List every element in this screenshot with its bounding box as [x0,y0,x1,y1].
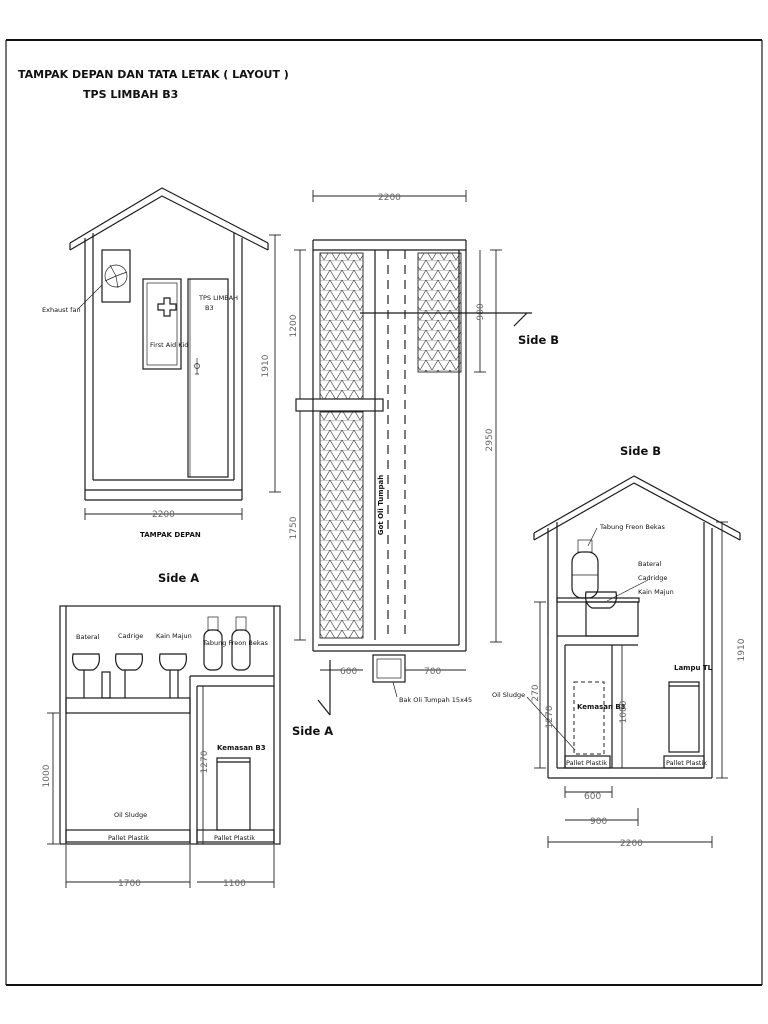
side-b-lamp-drum [668,681,700,753]
front-view: Exhaust fan First Aid Kid TPS LIMBAH B3 … [42,187,281,539]
plan-dim-bottom-right: 700 [424,667,441,677]
first-aid-cross-icon [157,297,177,317]
side-a-pallet-right: Pallet Plastik [214,834,255,842]
first-aid-label: First Aid Kid [150,341,188,349]
side-a-oil-sludge-label: Oil Sludge [114,811,147,819]
oil-sump: Bak Oli Tumpah 15x45 [372,654,472,704]
side-a-shelf-label-1: Bateral [76,633,100,641]
side-a-dim-w-left: 1700 [118,879,141,889]
side-b-dim-2200: 2200 [620,839,643,849]
side-a-view: Side A Bateral Cadrige [42,571,281,889]
front-dim-height: 1910 [261,354,271,377]
section-line-side-a [317,660,331,716]
floor-plan: Got Oli Tumpah Bak Oli Tumpah 15x45 2200 [289,190,559,738]
side-a-pallet-left: Pallet Plastik [108,834,149,842]
plan-dim-right: 2950 [485,428,495,451]
side-b-packaging-drum [573,681,605,755]
side-b-shelf-label-1: Bateral [638,560,662,568]
front-walls [84,233,243,501]
side-b-dim-600: 600 [584,792,601,802]
plan-dimensions [294,190,502,671]
side-a-pallets [65,829,275,843]
door-label-1: TPS LIMBAH [198,294,238,302]
side-b-roof [533,475,741,541]
freon-cylinders-icon [203,616,251,671]
exhaust-fan-label: Exhaust fan [42,306,81,314]
side-b-dim-1000: 1000 [619,700,629,723]
side-b-pallet-left: Pallet Plastik [566,759,607,767]
rack-hatched-upper [319,252,364,400]
packaging-drum-a [216,757,251,831]
side-b-dim-270: 270 [531,684,541,701]
side-b-bin-icon [585,591,617,609]
side-b-packaging-label: Kemasan B3 [577,703,626,711]
title-line-1: TAMPAK DEPAN DAN TATA LETAK ( LAYOUT ) [18,68,289,81]
side-a-heading: Side A [158,571,199,585]
side-b-dim-1910: 1910 [737,638,747,661]
side-b-dim-1270: 1270 [545,705,555,728]
front-dimensions [84,234,281,520]
side-a-shelf-label-2: Cadrige [118,632,143,640]
side-a-dimensions [47,686,275,888]
side-a-packaging-label: Kemasan B3 [217,744,266,752]
side-b-freon-cylinder-icon [571,539,599,599]
front-roof [69,187,269,251]
oil-gutter: Got Oli Tumpah [374,250,406,640]
side-b-lower-frame [564,645,613,768]
side-a-dim-h-right: 1270 [200,750,210,773]
side-b-shelf-label-3: Kain Majun [638,588,674,596]
first-aid-kit: First Aid Kid [142,278,188,370]
side-b-oil-sludge-label: Oil Sludge [492,691,525,699]
door-label-2: B3 [205,304,214,312]
side-b-shelf [556,597,640,646]
title-line-2: TPS LIMBAH B3 [83,88,178,101]
side-b-pallets [564,755,705,769]
side-b-shelf-label-2: Cadridge [638,574,667,582]
cartridge-bin-icon [115,653,143,671]
front-dim-width: 2200 [152,510,175,520]
side-b-freon-label: Tabung Freon Bekas [599,523,665,531]
front-door: TPS LIMBAH B3 [187,278,238,478]
plan-dim-left-top: 1200 [289,314,299,337]
rack-hatched-lower [319,411,364,639]
section-line-side-b [360,312,532,327]
side-b-view: Side B Tabung Freon Beka [492,444,747,849]
side-b-heading: Side B [620,444,661,458]
plan-side-a-marker: Side A [292,724,333,738]
side-b-pallet-right: Pallet Plastik [666,759,707,767]
side-b-dim-900: 900 [590,817,607,827]
side-a-dim-h-left: 1000 [42,764,52,787]
divider-shelf [295,398,384,412]
side-b-lamp-label: Lampu TL [674,664,713,672]
plan-dim-left-bottom: 1750 [289,516,299,539]
plan-dim-right-top: 900 [476,303,486,320]
plan-side-b-marker: Side B [518,333,559,347]
side-a-dim-w-right: 1100 [223,879,246,889]
sump-label: Bak Oli Tumpah 15x45 [399,696,472,704]
front-caption: TAMPAK DEPAN [140,531,201,539]
plan-dim-bottom-left: 600 [340,667,357,677]
side-a-bins [72,653,187,699]
gutter-label: Got Oli Tumpah [377,475,385,536]
side-a-shelf-label-3: Kain Majun [156,632,192,640]
side-a-shelf-label-4: Tabung Freon Bekas [202,639,268,647]
battery-bin-icon [72,653,100,671]
side-a-upper-shelf [65,675,274,844]
rag-bin-icon [159,653,187,671]
sheet-border [5,39,763,986]
side-b-dimensions [534,521,728,848]
plan-dim-top: 2200 [378,193,401,203]
exhaust-fan-icon [101,249,131,303]
